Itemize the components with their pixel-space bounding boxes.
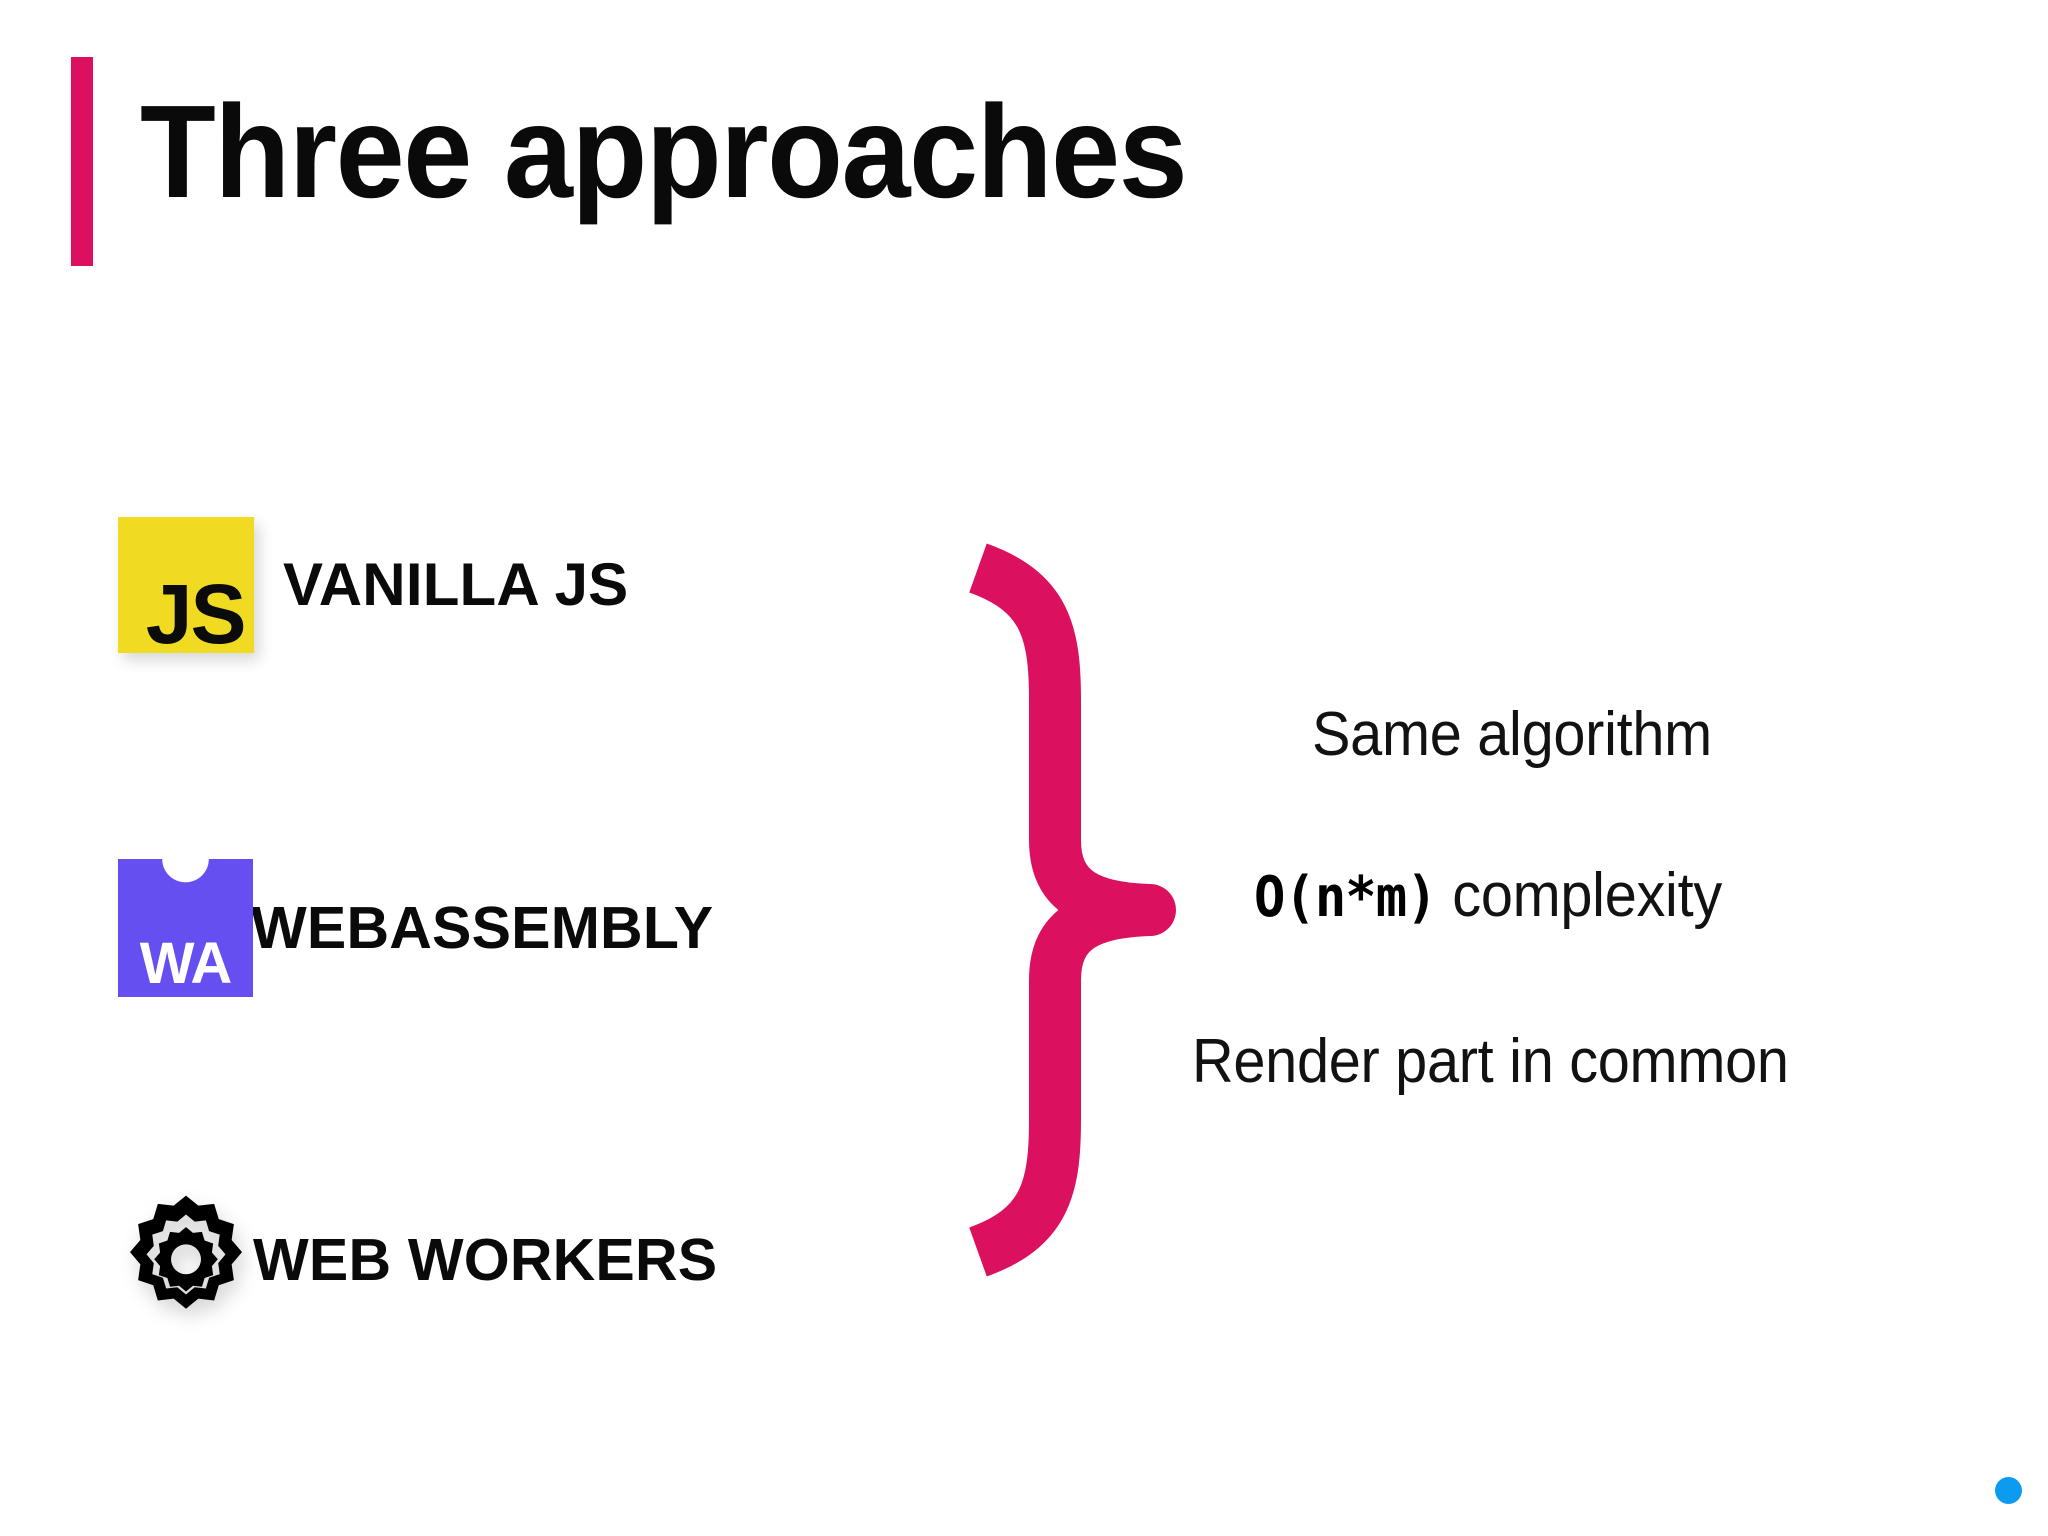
note-same-algorithm: Same algorithm	[1312, 699, 1712, 770]
webassembly-logo-text: WA	[139, 930, 232, 996]
note-code-complexity: O(n*m)	[1254, 865, 1437, 930]
approach-icon-wrap-1: WA	[98, 840, 273, 1015]
right-curly-brace-icon	[968, 543, 1176, 1277]
note-text-2: Render part in common	[1192, 1027, 1789, 1096]
approach-item-webassembly: WA WEBASSEMBLY	[98, 840, 713, 1015]
approach-label-web-workers: WEB WORKERS	[253, 1226, 718, 1293]
note-render-part-in-common: Render part in common	[1192, 1026, 1789, 1097]
approach-item-vanilla-js: JS VANILLA JS	[98, 497, 628, 672]
javascript-logo-text: JS	[145, 566, 247, 661]
webassembly-logo-icon: WA	[118, 858, 253, 997]
note-complexity: O(n*m) complexity	[1254, 860, 1722, 931]
gear-icon	[129, 1195, 242, 1309]
approach-item-web-workers: WEB WORKERS	[98, 1172, 717, 1347]
page-title: Three approaches	[140, 78, 1188, 225]
approach-label-webassembly: WEBASSEMBLY	[251, 894, 714, 961]
approach-icon-wrap-0: JS	[98, 497, 273, 672]
title-accent-bar	[71, 57, 93, 266]
note-suffix-complexity: complexity	[1436, 861, 1722, 930]
approach-icon-wrap-2	[98, 1172, 273, 1347]
approach-label-vanilla-js: VANILLA JS	[283, 551, 629, 618]
progress-dot[interactable]	[1995, 1477, 2022, 1504]
javascript-logo-icon: JS	[117, 516, 254, 661]
note-text-0: Same algorithm	[1312, 700, 1712, 769]
